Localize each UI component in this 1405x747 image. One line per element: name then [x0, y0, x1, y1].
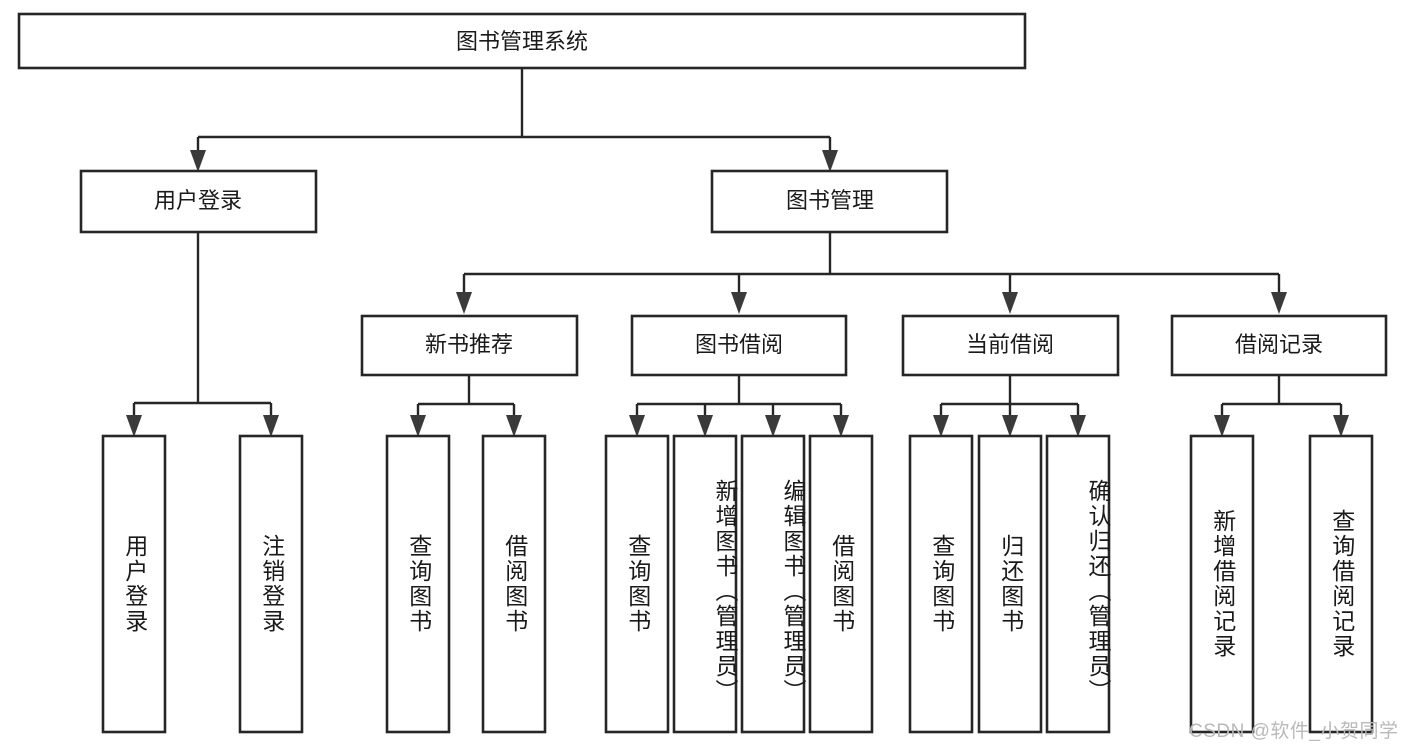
node-user-login[interactable]: 用户登录	[79, 169, 318, 234]
node-leaf-logout-box[interactable]	[238, 434, 304, 734]
edges-layer	[126, 68, 1349, 437]
edge-bookmanage-to-bus	[462, 232, 1281, 300]
node-current-borrow-box[interactable]	[901, 314, 1120, 377]
node-leaf-query-book-1-box[interactable]	[385, 434, 451, 734]
node-new-book-rec[interactable]: 新书推荐	[360, 314, 579, 377]
arrow-to-leaf-return-book	[1002, 415, 1018, 437]
node-new-book-rec-box[interactable]	[360, 314, 579, 377]
node-leaf-user-login-box[interactable]	[101, 434, 167, 734]
node-leaf-confirm-return-box[interactable]	[1045, 434, 1111, 734]
node-leaf-return-book-box[interactable]	[977, 434, 1043, 734]
edge-bookborrow-to-bus	[635, 375, 843, 424]
node-user-login-label: 用户登录	[154, 188, 242, 213]
arrow-to-borrow-record	[1271, 292, 1287, 314]
edge-userlogin-to-bus	[132, 232, 273, 424]
arrow-to-user-login	[190, 150, 206, 172]
node-current-borrow-label: 当前借阅	[966, 332, 1054, 357]
node-leaf-query-book-3-box[interactable]	[908, 434, 974, 734]
edge-root-to-bus	[196, 68, 832, 160]
node-leaf-add-record-box[interactable]	[1189, 434, 1255, 734]
arrow-to-leaf-borrow-book-2	[833, 415, 849, 437]
node-book-manage-box[interactable]	[710, 169, 949, 234]
arrow-to-leaf-edit-book	[765, 415, 781, 437]
node-book-manage-label: 图书管理	[786, 188, 874, 213]
node-leaf-edit-book-box[interactable]	[740, 434, 806, 734]
node-new-book-rec-label: 新书推荐	[425, 332, 513, 357]
node-leaf-add-book-box[interactable]	[672, 434, 738, 734]
arrow-to-current-borrow	[1002, 292, 1018, 314]
edge-borrowrecord-to-bus	[1220, 375, 1343, 424]
arrow-to-book-manage	[822, 150, 838, 172]
edge-newbookrec-to-bus	[416, 375, 516, 424]
arrow-to-leaf-query-book-2	[629, 415, 645, 437]
arrow-to-leaf-query-book-3	[933, 415, 949, 437]
node-leaf-query-record-box[interactable]	[1308, 434, 1374, 734]
node-book-borrow-box[interactable]	[630, 314, 848, 377]
node-leaf-borrow-book-2-box[interactable]	[808, 434, 874, 734]
node-book-manage[interactable]: 图书管理	[710, 169, 949, 234]
node-leaf-query-book-2-box[interactable]	[604, 434, 670, 734]
node-borrow-record-box[interactable]	[1170, 314, 1388, 377]
node-borrow-record-label: 借阅记录	[1235, 332, 1323, 357]
arrow-to-leaf-confirm-return	[1070, 415, 1086, 437]
node-root-label: 图书管理系统	[456, 29, 588, 54]
node-root[interactable]: 图书管理系统	[17, 12, 1027, 70]
node-user-login-box[interactable]	[79, 169, 318, 234]
node-leaf-borrow-book-1-box[interactable]	[481, 434, 547, 734]
node-book-borrow[interactable]: 图书借阅	[630, 314, 848, 377]
arrow-to-leaf-query-record	[1333, 415, 1349, 437]
arrow-to-new-book-rec	[456, 292, 472, 314]
arrow-to-leaf-borrow-book-1	[506, 415, 522, 437]
arrow-to-leaf-user-login	[126, 415, 142, 437]
arrow-to-leaf-query-book-1	[410, 415, 426, 437]
node-borrow-record[interactable]: 借阅记录	[1170, 314, 1388, 377]
arrow-to-book-borrow	[731, 292, 747, 314]
arrow-to-leaf-logout	[263, 415, 279, 437]
node-current-borrow[interactable]: 当前借阅	[901, 314, 1120, 377]
node-root-box[interactable]	[17, 12, 1027, 70]
arrow-to-leaf-add-book	[697, 415, 713, 437]
arrow-to-leaf-add-record	[1214, 415, 1230, 437]
node-book-borrow-label: 图书借阅	[695, 332, 783, 357]
csdn-watermark: CSDN @软件_小贺同学	[1189, 721, 1399, 742]
edge-currentborrow-to-bus	[939, 375, 1080, 424]
